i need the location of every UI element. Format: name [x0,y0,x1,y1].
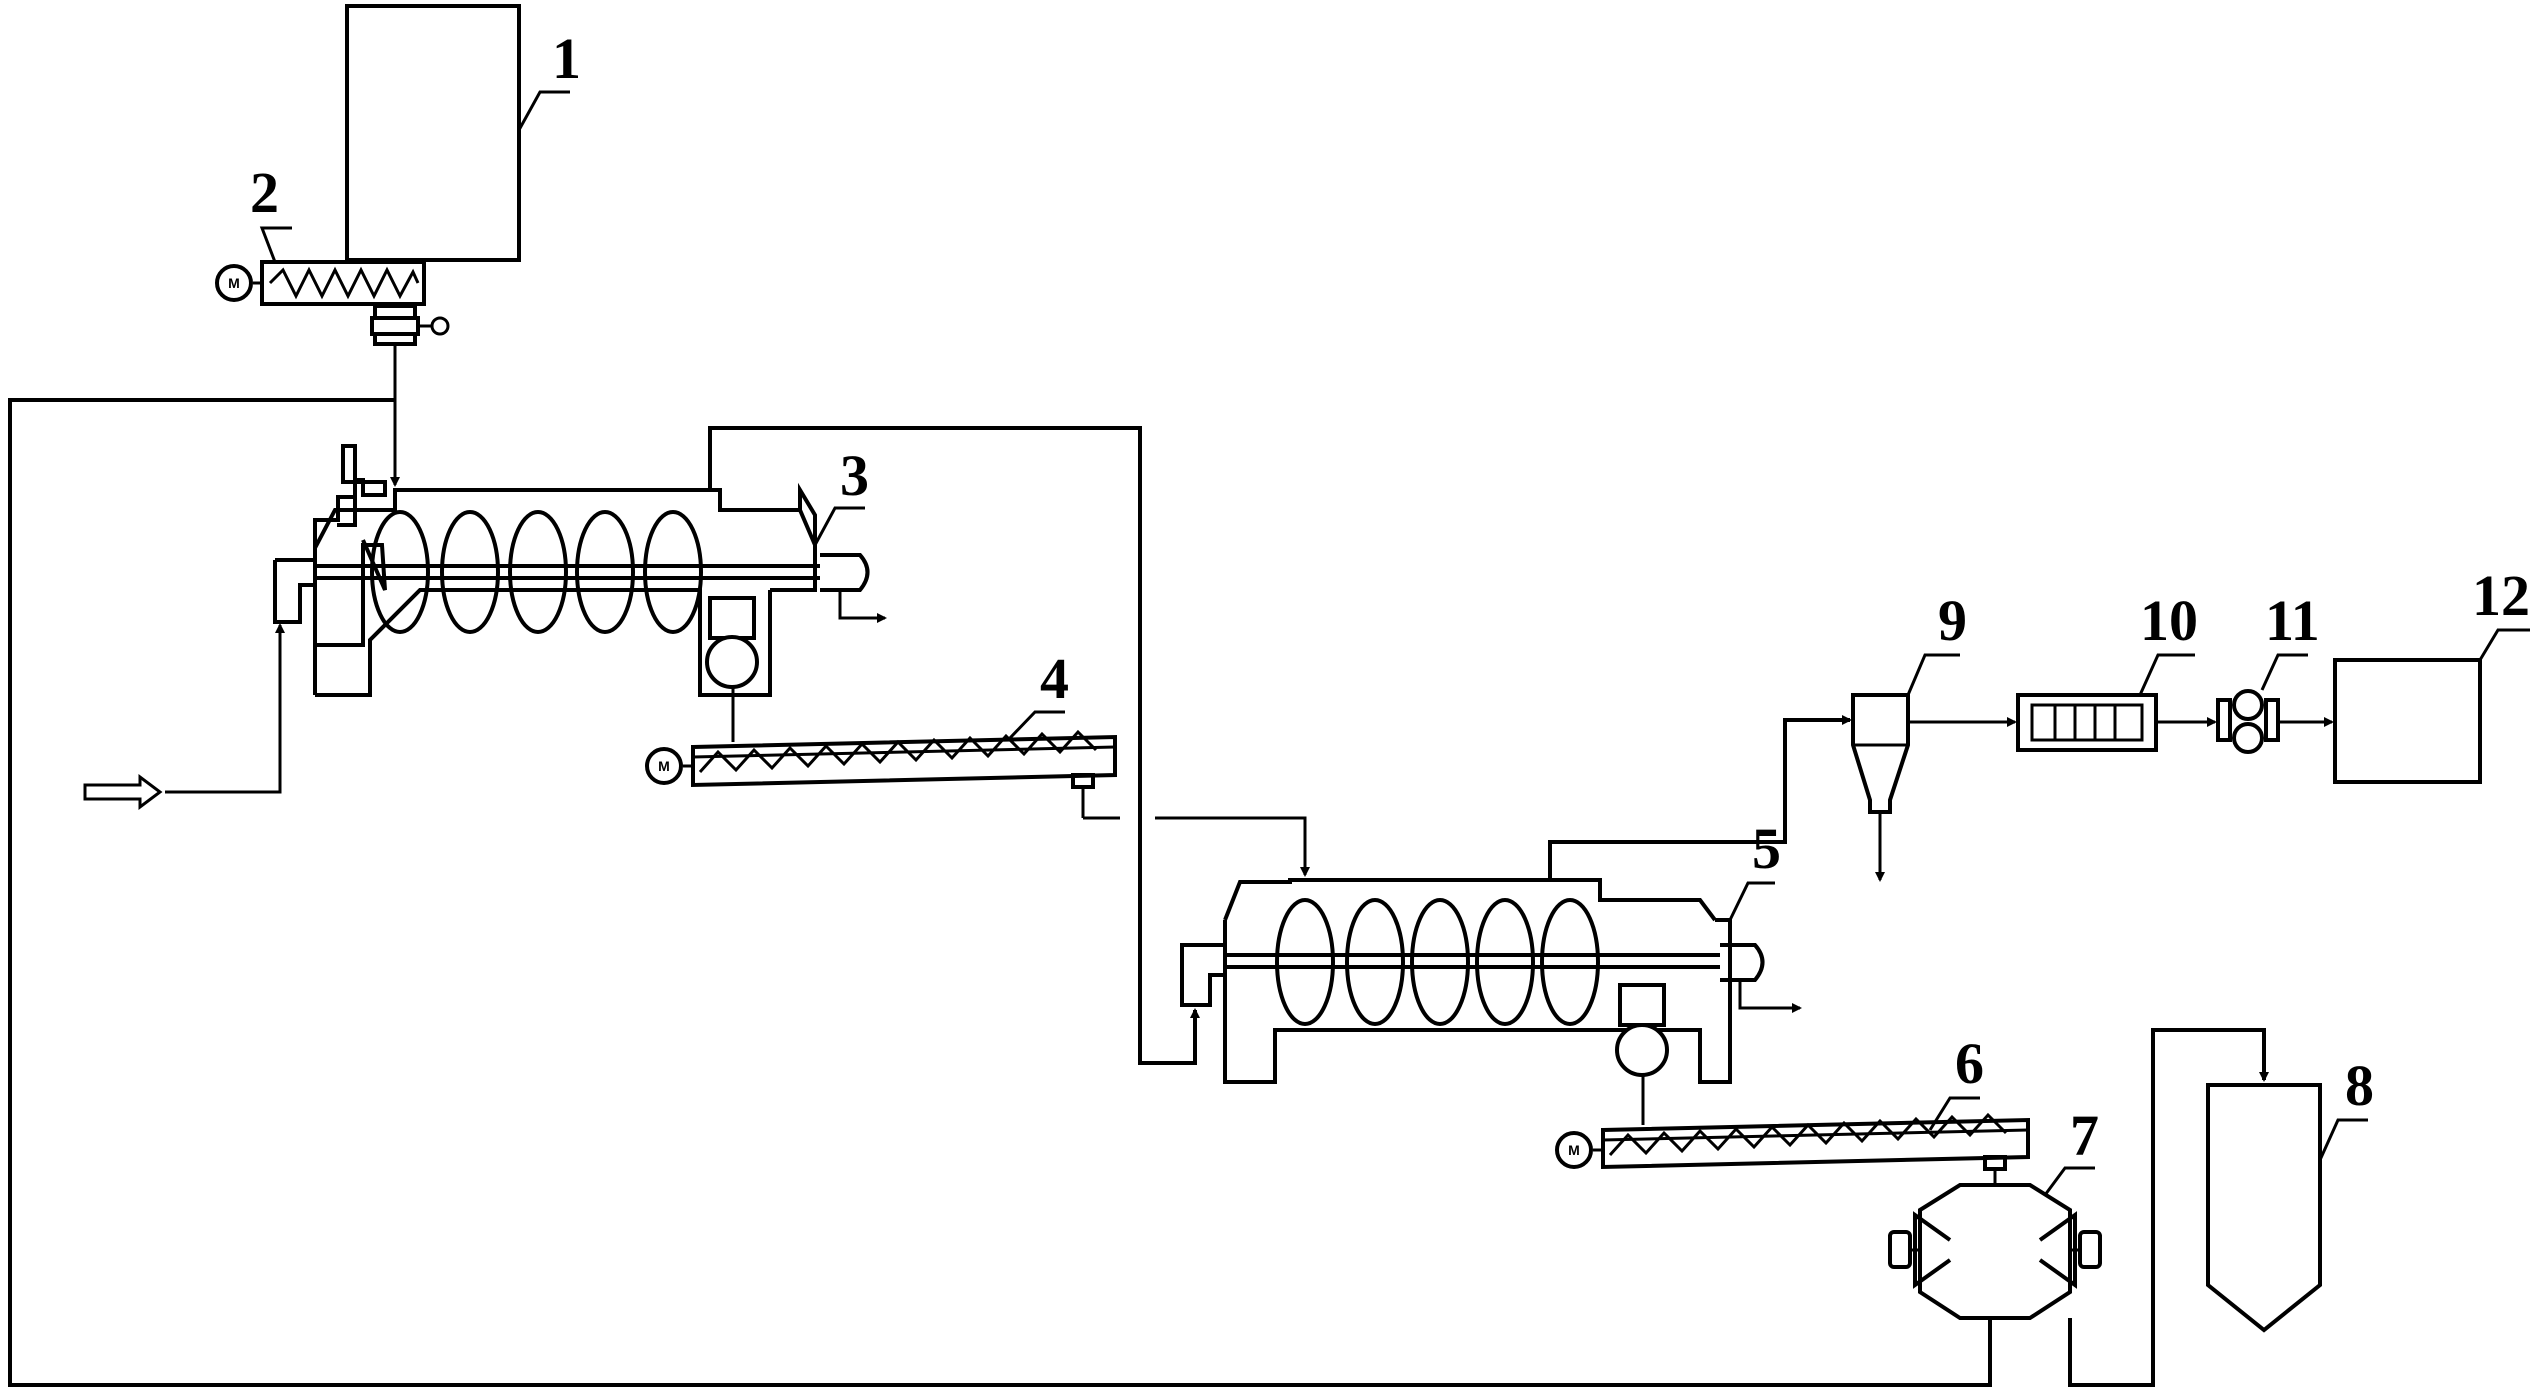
outlet-box-12 [2333,658,2482,784]
label-3: 3 [840,443,869,508]
label-7: 7 [2070,1103,2099,1168]
piping [8,344,2334,1387]
motor-icon: M [1555,1131,1593,1169]
screw-conveyor-4: M [645,688,1117,818]
label-1: 1 [552,26,581,91]
storage-bin-1 [345,4,521,262]
motor-icon: M [645,747,683,785]
cyclone-9 [1851,693,1910,882]
label-5: 5 [1752,816,1781,881]
label-4: 4 [1040,646,1069,711]
rotary-valve-icon [370,304,450,346]
svg-text:M: M [228,275,240,291]
label-6: 6 [1955,1031,1984,1096]
equipment-labels: 1 2 3 4 5 6 7 8 9 10 11 12 [250,26,2530,1168]
silo-8 [2206,1083,2322,1333]
dryer-5 [1180,878,1802,1084]
svg-text:M: M [658,758,670,774]
screw-feeder-2: M [215,260,450,346]
inlet-arrow-icon [83,774,163,810]
screw-conveyor-6: M [1555,1075,2030,1185]
dryer-3 [273,444,887,697]
filter-10 [2016,693,2158,752]
label-10: 10 [2140,588,2198,653]
fan-11 [2216,689,2280,754]
mill-7 [1888,1183,2102,1320]
svg-text:M: M [1568,1142,1580,1158]
label-12: 12 [2472,563,2530,628]
label-8: 8 [2345,1053,2374,1118]
motor-icon: M [215,264,253,302]
label-9: 9 [1938,588,1967,653]
leader-lines [259,90,2530,1196]
label-2: 2 [250,160,279,225]
label-11: 11 [2265,588,2320,653]
